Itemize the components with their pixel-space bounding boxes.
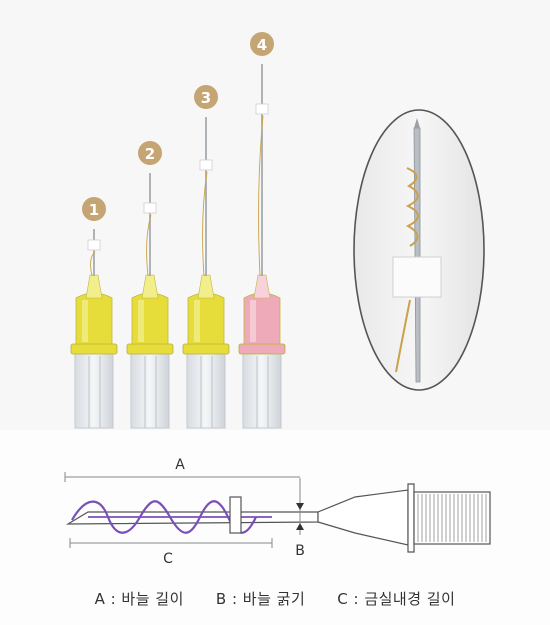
needle-foam-block — [87, 239, 101, 251]
diagram-foam-block — [229, 496, 242, 534]
needle-hub-body — [187, 292, 225, 345]
needle-gold-thread — [258, 115, 264, 277]
legend-item-b: B : 바늘 굵기 — [215, 590, 306, 608]
diagram-hub-cone — [317, 489, 409, 546]
needle-hub-body — [131, 292, 169, 345]
needle-row: 1 2 3 4 — [70, 32, 286, 429]
legend-caption: A : 바늘 길이 B : 바늘 굵기 C : 금실내경 길이 — [0, 588, 550, 618]
zoom-detail — [353, 109, 485, 391]
diagram-hub-grip — [413, 491, 491, 545]
needle-foam-block — [199, 159, 213, 171]
needle-hub-highlight — [82, 300, 88, 342]
needle-number-badge — [194, 85, 218, 109]
needle-cap-tube — [186, 351, 226, 429]
dimension-c-label: C — [163, 551, 173, 567]
zoom-foam-block — [392, 256, 442, 298]
needle-hub-flange — [126, 343, 174, 355]
needle-3: 3 — [182, 85, 230, 429]
diagram-hub-flange — [407, 483, 415, 553]
needle-number-label: 2 — [145, 145, 155, 163]
needle-gold-thread — [146, 214, 152, 277]
needle-hub-neck — [253, 274, 271, 299]
needle-number-badge — [82, 197, 106, 221]
needle-foam-block — [143, 202, 157, 214]
needle-foam-block — [255, 103, 269, 115]
needle-hub-neck — [141, 274, 159, 299]
needle-hub-flange — [238, 343, 286, 355]
diagram-thread-spiral — [71, 500, 257, 534]
legend-item-a: A : 바늘 길이 — [94, 590, 184, 608]
needle-hub-neck — [197, 274, 215, 299]
needle-hub-body — [75, 292, 113, 345]
needle-hub-flange — [182, 343, 230, 355]
needle-gold-thread — [202, 171, 208, 277]
dimension-a-label: A — [175, 457, 185, 473]
zoom-needle-tip — [414, 118, 420, 128]
needle-number-label: 3 — [201, 89, 211, 107]
needle-gold-thread — [90, 251, 96, 277]
needle-4: 4 — [238, 32, 286, 429]
needle-number-badge — [138, 141, 162, 165]
diagram-hub-ribs — [417, 494, 487, 542]
dimension-b-label: B — [295, 543, 305, 559]
zoom-gold-thread — [395, 167, 419, 373]
needle-number-label: 1 — [89, 201, 99, 219]
dimension-b-arrow-bottom — [296, 523, 304, 530]
needle-cap-tube — [74, 351, 114, 429]
needle-number-badge — [250, 32, 274, 56]
needle-1: 1 — [70, 197, 118, 429]
needle-hub-highlight — [250, 300, 256, 342]
needle-2: 2 — [126, 141, 174, 429]
needle-hub-flange — [70, 343, 118, 355]
dimension-b-arrow-top — [296, 503, 304, 510]
needle-hub-neck — [85, 274, 103, 299]
needle-cap-tube — [130, 351, 170, 429]
needle-hub-highlight — [194, 300, 200, 342]
needle-hub-body — [243, 292, 281, 345]
needle-cap-tube — [242, 351, 282, 429]
needle-number-label: 4 — [257, 36, 267, 54]
legend-item-c: C : 금실내경 길이 — [337, 590, 456, 608]
needle-hub-highlight — [138, 300, 144, 342]
needle-diagram: A B C — [64, 457, 491, 567]
